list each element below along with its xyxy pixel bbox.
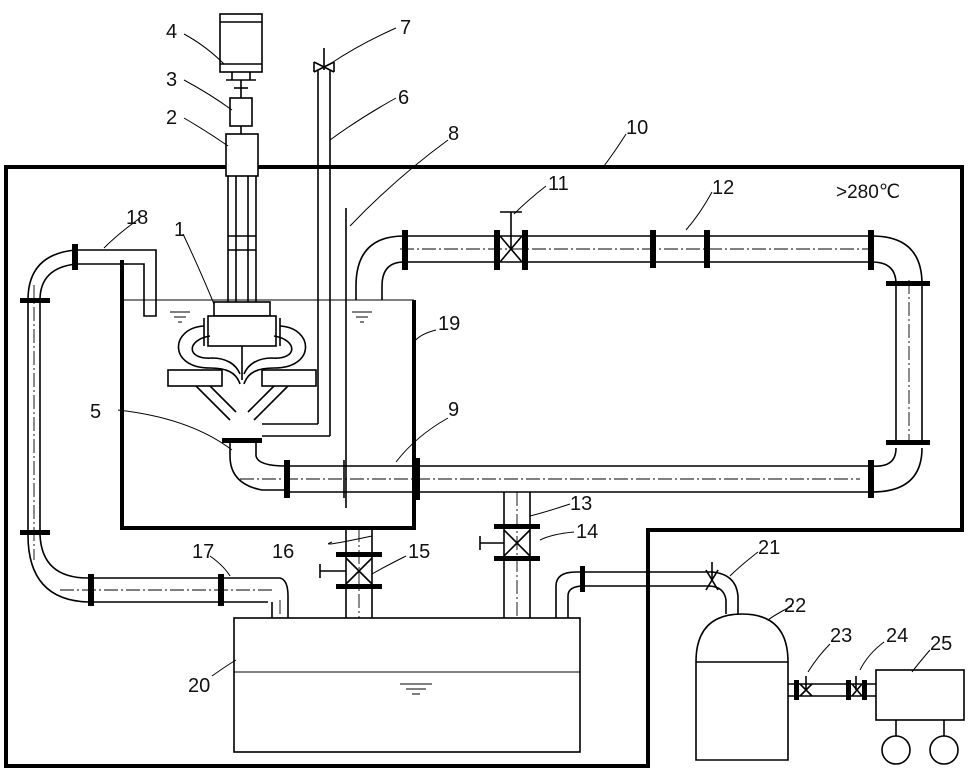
pump-column (228, 176, 256, 302)
supply-pipe-13 (480, 492, 540, 618)
label-5: 5 (90, 401, 101, 423)
label-11: 11 (548, 173, 569, 195)
label-6: 6 (398, 87, 409, 109)
label-4: 4 (166, 21, 177, 43)
valve-7 (314, 48, 334, 72)
label-10: 10 (626, 117, 648, 139)
label-19: 19 (438, 313, 460, 335)
label-23: 23 (830, 625, 852, 647)
pump-body-1 (168, 302, 316, 420)
label-24: 24 (886, 625, 908, 647)
label-25: 25 (930, 633, 952, 655)
label-22: 22 (784, 595, 806, 617)
discharge-pipe-5 (222, 438, 286, 490)
vessel-22 (696, 614, 788, 760)
pump-motor-4 (220, 14, 262, 80)
label-8: 8 (448, 123, 459, 145)
bearing-housing-2 (226, 134, 258, 176)
label-13: 13 (570, 493, 592, 515)
label-17: 17 (192, 541, 214, 563)
label-12: 12 (712, 177, 734, 199)
label-16: 16 (272, 541, 294, 563)
label-21: 21 (758, 537, 780, 559)
outlet-23-24 (788, 676, 876, 700)
coupling-3 (230, 80, 252, 134)
label-18: 18 (126, 207, 148, 229)
return-loop-12 (356, 230, 930, 445)
label-15: 15 (408, 541, 430, 563)
temperature-label: >280℃ (836, 182, 900, 203)
label-3: 3 (166, 69, 177, 91)
overflow-pipe-18 (20, 244, 280, 606)
label-20: 20 (188, 675, 210, 697)
reservoir-20 (234, 618, 580, 752)
label-7: 7 (400, 17, 411, 39)
label-1: 1 (174, 219, 185, 241)
label-9: 9 (448, 399, 459, 421)
label-2: 2 (166, 107, 177, 129)
label-14: 14 (576, 521, 598, 543)
cart-25 (876, 670, 964, 764)
drain-pipe-16 (320, 528, 382, 618)
